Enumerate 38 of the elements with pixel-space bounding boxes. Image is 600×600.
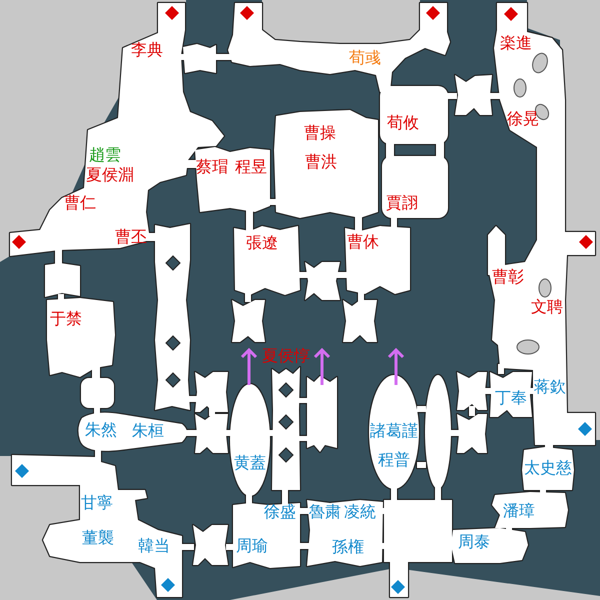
unit-label: 程普 [378, 451, 410, 469]
unit-label: 黄蓋 [234, 454, 266, 472]
unit-label: 凌統 [344, 503, 376, 521]
unit-label: 曹彰 [492, 268, 524, 286]
unit-label: 賈詡 [386, 194, 418, 212]
unit-label: 夏侯惇 [262, 347, 310, 365]
unit-label: 甘寧 [81, 494, 113, 512]
unit-label: 張遼 [246, 234, 278, 252]
unit-label: 曹仁 [64, 194, 96, 212]
unit-label: 荀彧 [349, 49, 381, 67]
unit-label: 朱然 [85, 421, 117, 439]
unit-label: 徐晃 [507, 110, 539, 128]
unit-label: 于禁 [50, 310, 82, 328]
unit-label: 文聘 [531, 298, 563, 316]
unit-label: 蔡瑁 [196, 158, 228, 176]
unit-label: 潘璋 [503, 502, 535, 520]
unit-label: 董襲 [82, 529, 114, 547]
unit-label: 蒋欽 [534, 378, 566, 396]
unit-label: 徐盛 [264, 503, 296, 521]
unit-label: 韓当 [138, 537, 170, 555]
unit-label: 夏侯淵 [86, 166, 134, 184]
unit-label: 趙雲 [89, 146, 121, 164]
unit-label: 曹丕 [115, 228, 147, 246]
unit-label: 曹洪 [305, 153, 337, 171]
unit-label: 程昱 [235, 158, 267, 176]
unit-label: 孫権 [332, 538, 364, 556]
unit-label: 周泰 [458, 533, 490, 551]
unit-label: 太史慈 [524, 459, 572, 477]
unit-label: 周瑜 [236, 537, 268, 555]
unit-label: 曹操 [304, 124, 336, 142]
unit-label: 曹休 [347, 233, 379, 251]
unit-label: 諸葛謹 [370, 422, 418, 440]
unit-label: 丁奉 [495, 389, 527, 407]
unit-label: 魯粛 [309, 503, 341, 521]
unit-label: 朱桓 [132, 422, 164, 440]
unit-label: 李典 [131, 41, 163, 59]
unit-label: 楽進 [500, 34, 532, 52]
unit-label: 荀攸 [387, 114, 419, 132]
